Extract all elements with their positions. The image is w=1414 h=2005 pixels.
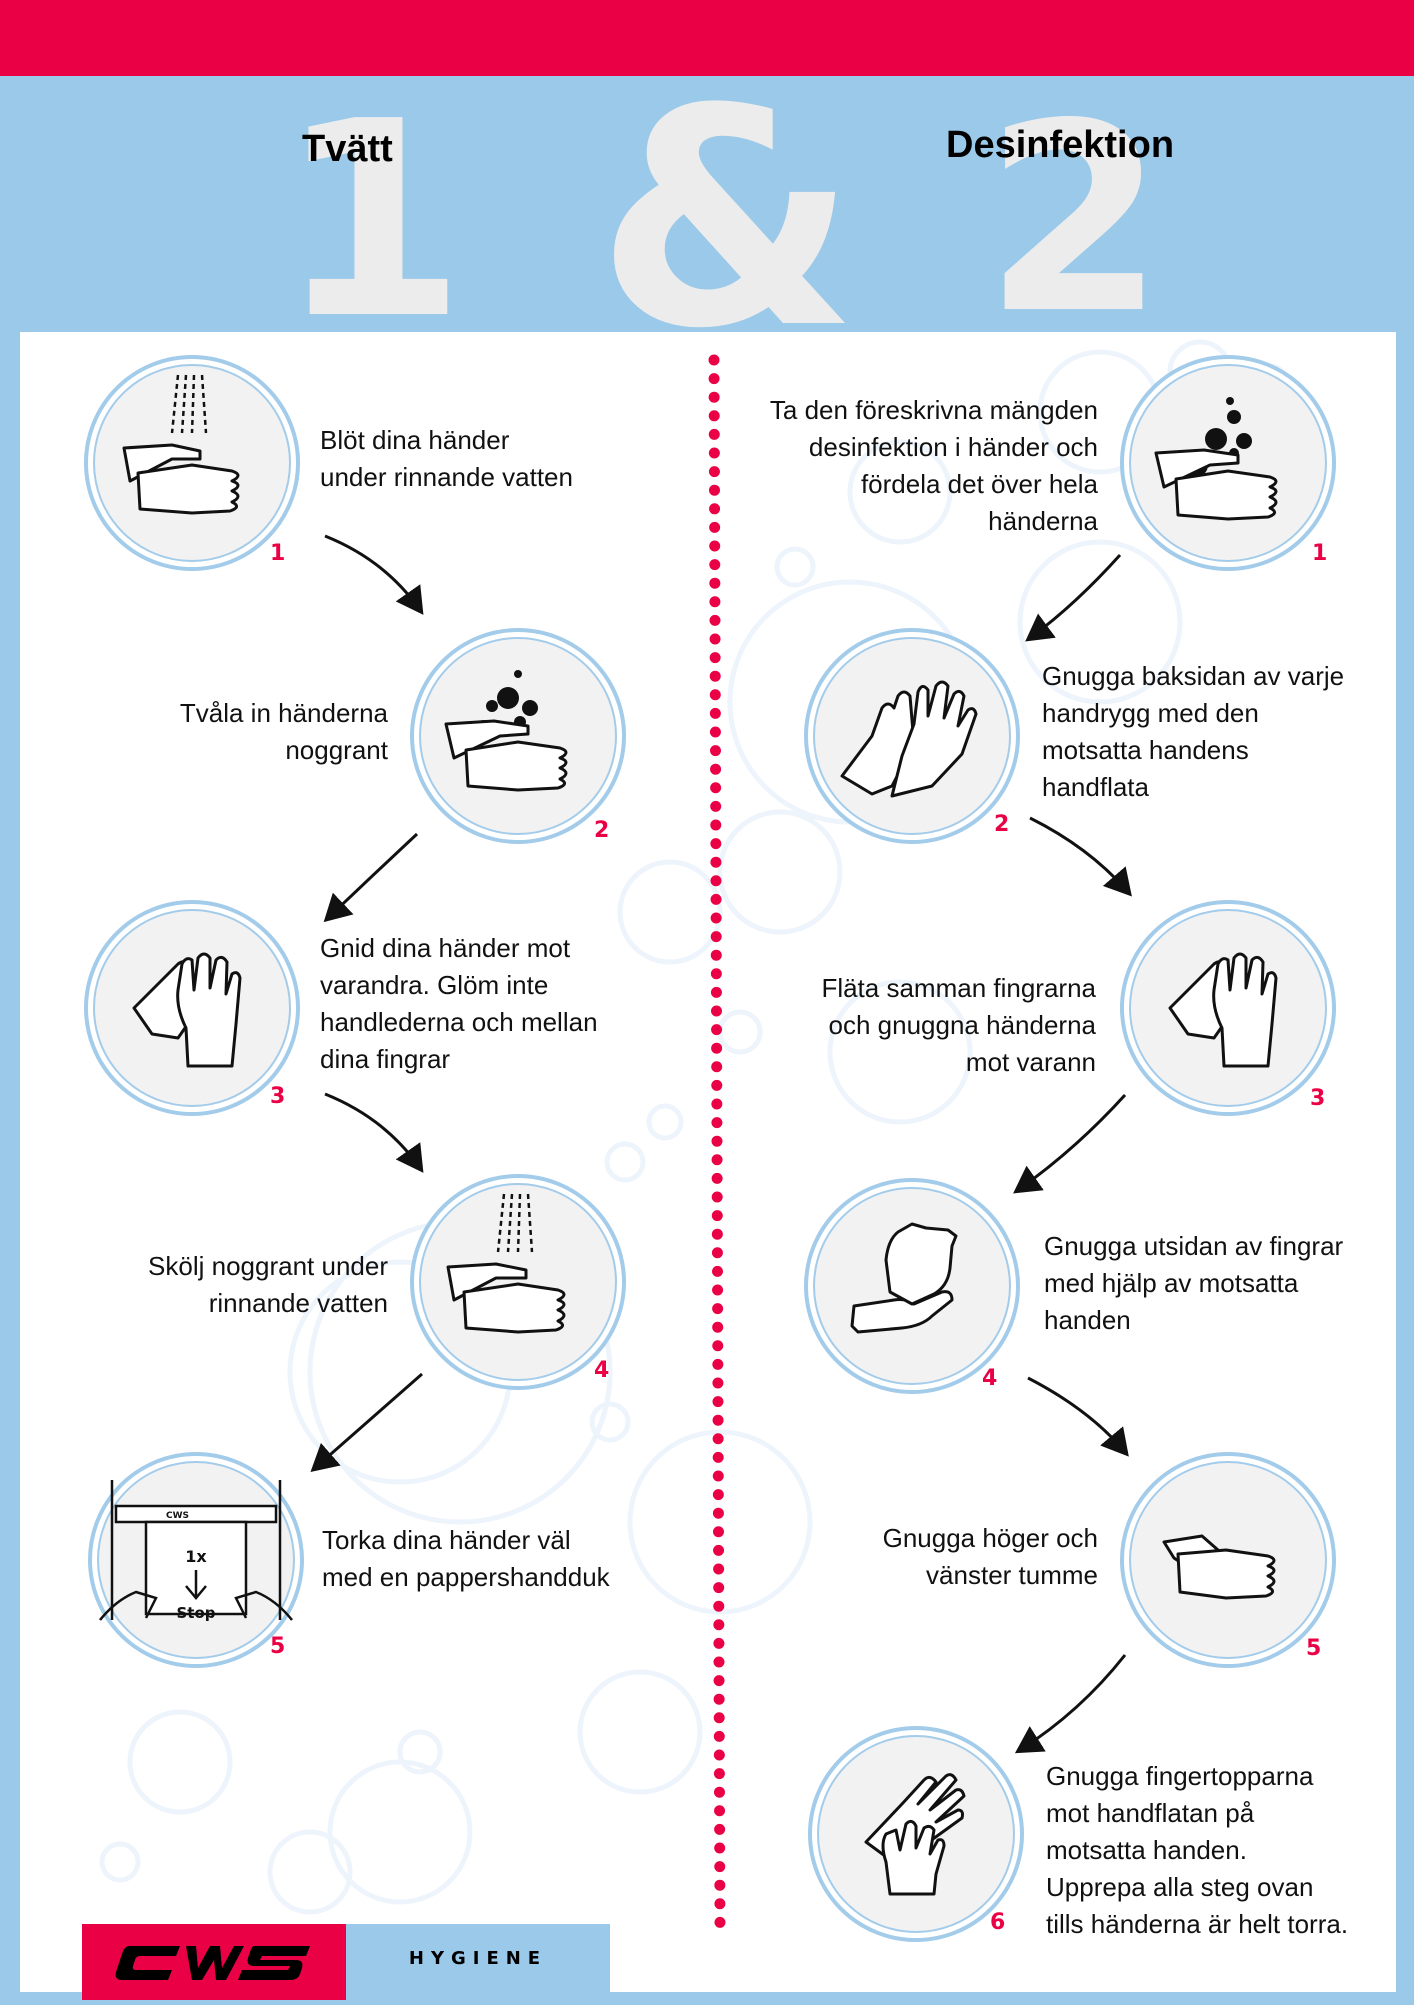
hygiene-label: HYGIENE: [408, 1948, 548, 1969]
header: 1 & 2: [0, 76, 1414, 332]
disinfect-step-4: 4: [802, 1176, 1022, 1396]
wash-step-5-text: Torka dina händer väl med en pappershand…: [322, 1525, 610, 1592]
disinfect-step-1: 1: [1118, 353, 1338, 573]
fingers-outside-rub-icon: [804, 1178, 1020, 1394]
hands-rinse-icon: [410, 1174, 626, 1390]
hands-rubbing-icon: [84, 900, 300, 1116]
wash-step-5: CWS 1x Stop 5: [86, 1450, 306, 1670]
wash-step-2: 2: [408, 626, 628, 846]
hands-with-disinfectant-icon: [1120, 355, 1336, 571]
towel-dispenser-icon: CWS 1x Stop: [88, 1452, 304, 1668]
dotted-divider: [708, 354, 726, 1933]
wash-step-1: 1: [82, 353, 302, 573]
dispenser-brand: CWS: [166, 1511, 189, 1521]
wash-step-4-text: Skölj noggrant under rinnande vatten: [148, 1251, 388, 1318]
wash-step-4: 4: [408, 1172, 628, 1392]
wash-step-5-number: 5: [270, 1634, 286, 1659]
disinfect-step-6: 6: [806, 1724, 1026, 1944]
wash-step-2-number: 2: [594, 818, 610, 843]
wash-step-3-number: 3: [270, 1084, 286, 1109]
disinfect-step-4-number: 4: [982, 1366, 998, 1391]
bubble-decoration: [99, 339, 1289, 1915]
top-banner: [0, 0, 1414, 76]
wash-step-1-text: Blöt dina händer under rinnande vatten: [320, 425, 573, 492]
wash-step-4-number: 4: [594, 1358, 610, 1383]
wash-step-2-text: Tvåla in händerna noggrant: [179, 698, 388, 765]
hands-with-soap-icon: [410, 628, 626, 844]
disinfect-step-2-text: Gnugga baksidan av varje handrygg med de…: [1042, 661, 1345, 802]
content-panel: [20, 332, 1396, 1992]
big-ampersand: &: [596, 76, 858, 332]
disinfect-step-6-number: 6: [990, 1910, 1006, 1935]
hygiene-label-box: HYGIENE: [346, 1924, 610, 2000]
dispenser-stop: Stop: [176, 1604, 215, 1622]
fingertips-rub-icon: [808, 1726, 1024, 1942]
wash-step-3-text: Gnid dina händer mot varandra. Glöm inte…: [320, 933, 598, 1074]
disinfect-step-6-text: Gnugga fingertopparna mot handflatan på …: [1046, 1761, 1349, 1939]
hands-back-rub-icon: [804, 628, 1020, 844]
disinfect-step-3-text: Fläta samman fingrarna och gnuggna hände…: [821, 973, 1096, 1077]
title-wash: Tvätt: [302, 128, 393, 170]
hands-interlace-icon: [1120, 900, 1336, 1116]
disinfect-step-2: 2: [802, 626, 1022, 846]
disinfect-step-1-text: Ta den föreskrivna mängden desinfektion …: [769, 395, 1098, 536]
big-number-1: 1: [278, 76, 466, 333]
big-number-2: 2: [984, 76, 1165, 332]
disinfect-step-5: 5: [1118, 1450, 1338, 1670]
title-disinfection: Desinfektion: [946, 124, 1175, 166]
disinfect-step-2-number: 2: [994, 812, 1010, 837]
disinfect-step-3: 3: [1118, 898, 1338, 1118]
disinfect-step-1-number: 1: [1312, 541, 1328, 566]
disinfect-step-5-text: Gnugga höger och vänster tumme: [882, 1523, 1098, 1590]
dispenser-count: 1x: [185, 1547, 207, 1566]
disinfect-step-5-number: 5: [1306, 1636, 1322, 1661]
thumb-rub-icon: [1120, 1452, 1336, 1668]
cws-logo: [82, 1924, 346, 2000]
cws-logo-icon: [115, 1946, 310, 1980]
disinfect-step-4-text: Gnugga utsidan av fingrar med hjälp av m…: [1044, 1231, 1344, 1335]
wash-step-3: 3: [82, 898, 302, 1118]
wash-step-1-number: 1: [270, 541, 286, 566]
disinfect-step-3-number: 3: [1310, 1086, 1326, 1111]
hands-under-water-icon: [84, 355, 300, 571]
